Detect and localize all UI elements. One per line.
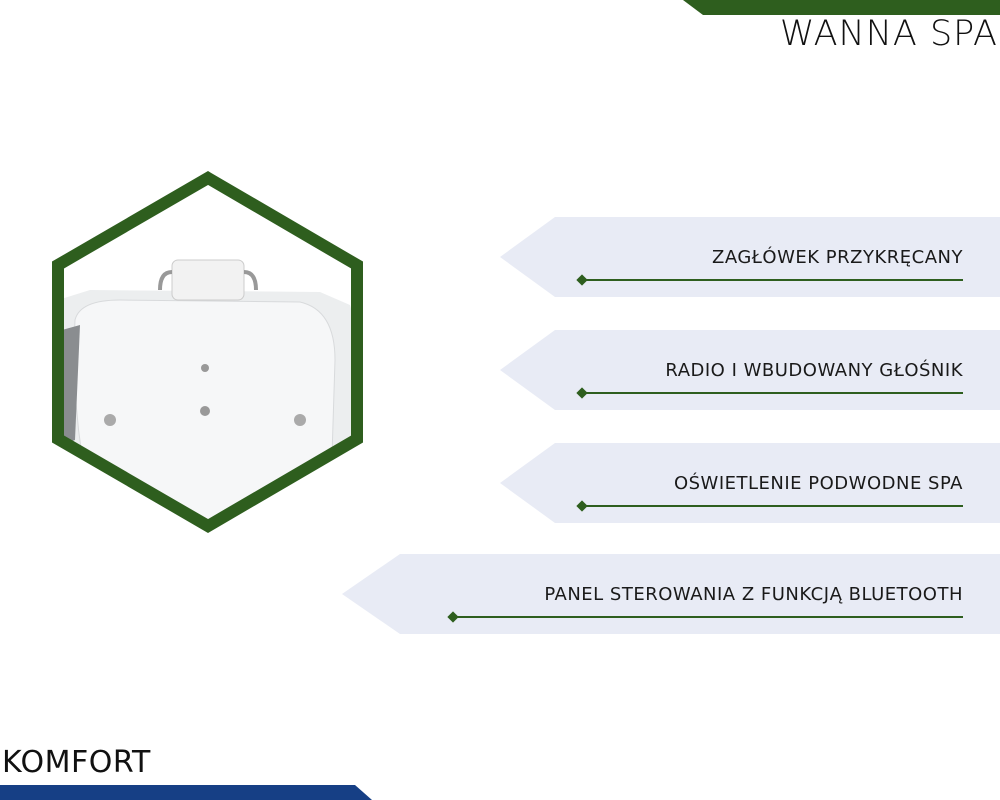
hexagon-frame bbox=[52, 171, 363, 533]
product-image-hexagon bbox=[52, 171, 363, 533]
feature-card-radio: RADIO I WBUDOWANY GŁOŚNIK bbox=[500, 330, 1000, 410]
feature-card-headrest: ZAGŁÓWEK PRZYKRĘCANY bbox=[500, 217, 1000, 297]
divider-line bbox=[453, 616, 963, 618]
divider-line bbox=[582, 279, 963, 281]
bottom-accent-bar bbox=[0, 785, 372, 800]
page-title: WANNA SPA bbox=[779, 14, 998, 54]
feature-label: PANEL STEROWANIA Z FUNKCJĄ BLUETOOTH bbox=[544, 584, 963, 605]
feature-card-lighting: OŚWIETLENIE PODWODNE SPA bbox=[500, 443, 1000, 523]
feature-label: OŚWIETLENIE PODWODNE SPA bbox=[673, 473, 963, 494]
divider-line bbox=[582, 505, 963, 507]
bathtub-image bbox=[58, 178, 357, 526]
feature-card-control-panel: PANEL STEROWANIA Z FUNKCJĄ BLUETOOTH bbox=[342, 554, 1000, 634]
divider-line bbox=[582, 392, 963, 394]
feature-label: ZAGŁÓWEK PRZYKRĘCANY bbox=[712, 247, 963, 268]
section-subtitle: KOMFORT bbox=[2, 745, 151, 780]
feature-label: RADIO I WBUDOWANY GŁOŚNIK bbox=[665, 360, 963, 381]
top-accent-bar bbox=[683, 0, 1000, 15]
